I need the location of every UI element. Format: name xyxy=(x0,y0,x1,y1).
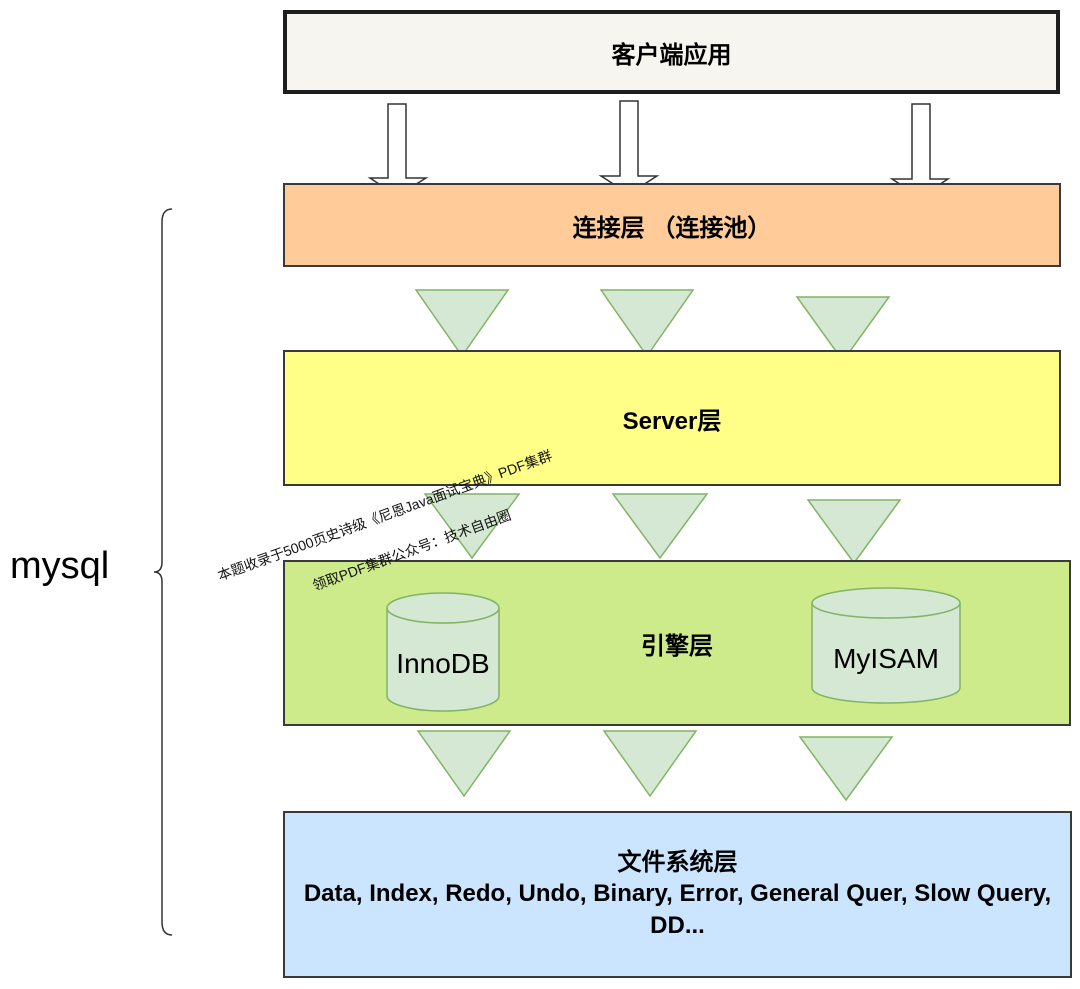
down-triangle-icon xyxy=(414,289,510,358)
client-application-layer: 客户端应用 xyxy=(283,10,1060,94)
down-triangle-icon xyxy=(798,736,894,802)
cylinder-icon xyxy=(386,592,500,712)
down-triangle-icon xyxy=(602,730,698,798)
file-system-layer: 文件系统层 Data, Index, Redo, Undo, Binary, E… xyxy=(283,811,1072,978)
myisam-engine-label: MyISAM xyxy=(833,643,939,674)
server-layer: Server层 xyxy=(283,350,1061,486)
mysql-group-label: mysql xyxy=(10,545,110,587)
engine-layer-title: 引擎层 xyxy=(641,632,713,660)
innodb-engine-label: InnoDB xyxy=(396,648,490,679)
down-triangle-icon xyxy=(423,493,521,560)
curly-brace-icon xyxy=(153,208,173,936)
down-triangle-icon xyxy=(806,499,902,565)
down-triangle-icon xyxy=(416,730,512,798)
file-system-title: 文件系统层 xyxy=(617,848,738,876)
down-triangle-icon xyxy=(599,289,695,358)
down-triangle-icon xyxy=(611,493,709,560)
down-triangle-icon xyxy=(795,296,891,363)
connection-layer: 连接层 （连接池） xyxy=(283,183,1061,267)
file-system-files: Data, Index, Redo, Undo, Binary, Error, … xyxy=(303,879,1052,939)
cylinder-icon xyxy=(811,587,961,704)
